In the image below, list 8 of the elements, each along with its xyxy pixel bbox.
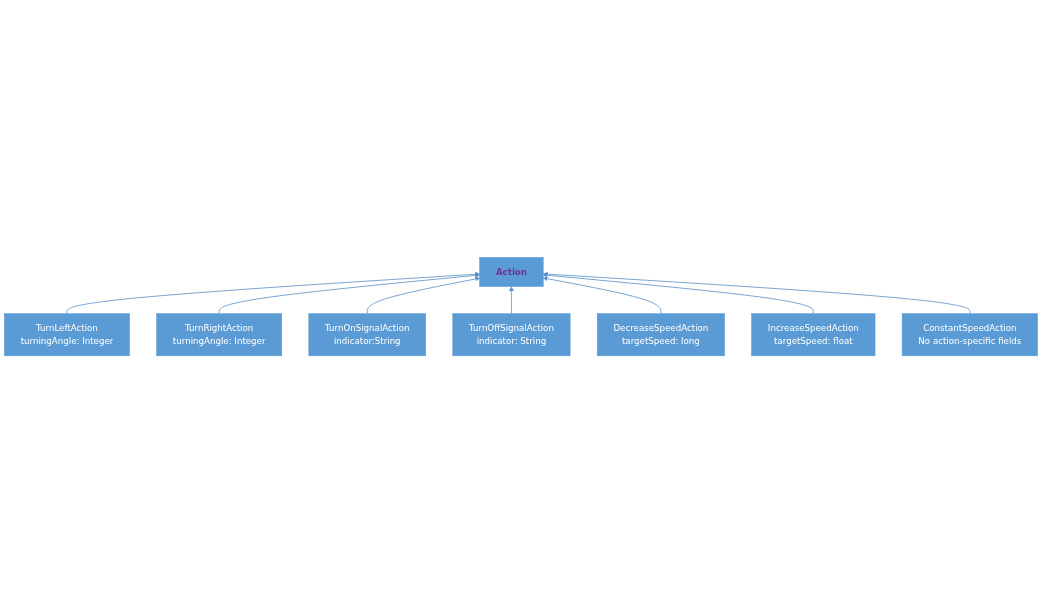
node-box: ConstantSpeedAction No action-specific fields	[901, 313, 1038, 357]
node-box: Action	[479, 256, 544, 287]
node-box: IncreaseSpeedAction targetSpeed: float	[751, 313, 876, 357]
node-box: TurnRightAction turningAngle: Integer	[156, 313, 282, 357]
node-box: DecreaseSpeedAction targetSpeed: long	[596, 313, 725, 357]
node-box: TurnLeftAction turningAngle: Integer	[4, 313, 130, 357]
node-box: TurnOffSignalAction indicator: String	[452, 313, 571, 357]
node-box: TurnOnSignalAction indicator:String	[308, 313, 426, 357]
